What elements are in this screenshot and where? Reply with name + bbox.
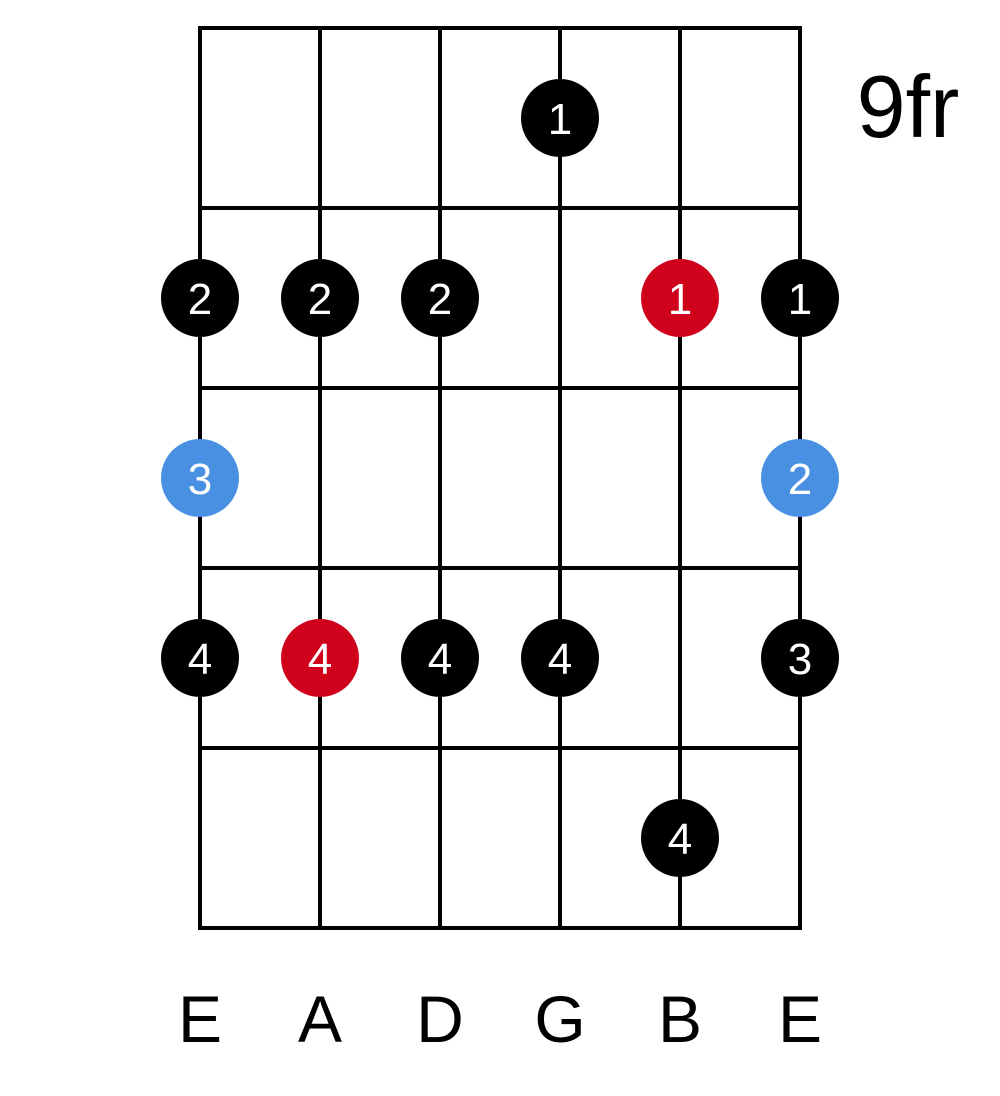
string-name-label: B <box>658 982 702 1056</box>
finger-number: 4 <box>188 635 212 684</box>
note-dots: 1 2 2 2 1 1 3 2 4 4 4 4 3 4 <box>161 79 839 877</box>
note-dot: 1 <box>761 259 839 337</box>
note-dot-circle <box>161 439 239 517</box>
string-name-label: E <box>178 982 222 1056</box>
note-dot: 4 <box>161 619 239 697</box>
note-dot: 4 <box>401 619 479 697</box>
note-dot-circle <box>761 259 839 337</box>
finger-number: 1 <box>668 275 692 324</box>
finger-number: 2 <box>188 275 212 324</box>
finger-number: 1 <box>548 95 572 144</box>
note-dot-circle <box>521 619 599 697</box>
finger-number: 3 <box>788 635 812 684</box>
note-dot-circle <box>401 259 479 337</box>
string-name-label: A <box>298 982 342 1056</box>
finger-number: 4 <box>428 635 452 684</box>
note-dot-circle <box>401 619 479 697</box>
finger-number: 4 <box>668 815 692 864</box>
string-name-label: E <box>778 982 822 1056</box>
note-dot: 2 <box>161 259 239 337</box>
note-dot: 4 <box>521 619 599 697</box>
string-name-label: G <box>534 982 585 1056</box>
fretboard-grid <box>198 26 802 930</box>
note-dot-circle <box>161 259 239 337</box>
note-dot: 4 <box>281 619 359 697</box>
note-dot-circle <box>161 619 239 697</box>
string-name-label: D <box>416 982 464 1056</box>
note-dot-circle <box>761 619 839 697</box>
finger-number: 2 <box>308 275 332 324</box>
note-dot: 2 <box>401 259 479 337</box>
note-dot: 1 <box>521 79 599 157</box>
finger-number: 2 <box>428 275 452 324</box>
note-dot-circle <box>641 259 719 337</box>
fret-position-label: 9fr <box>857 57 960 156</box>
finger-number: 1 <box>788 275 812 324</box>
note-dot-circle <box>641 799 719 877</box>
finger-number: 3 <box>188 455 212 504</box>
note-dot: 2 <box>761 439 839 517</box>
note-dot-circle <box>281 259 359 337</box>
note-dot: 4 <box>641 799 719 877</box>
note-dot-circle <box>521 79 599 157</box>
note-dot: 3 <box>761 619 839 697</box>
finger-number: 2 <box>788 455 812 504</box>
finger-number: 4 <box>548 635 572 684</box>
note-dot: 2 <box>281 259 359 337</box>
note-dot-circle <box>761 439 839 517</box>
note-dot-circle <box>281 619 359 697</box>
note-dot: 1 <box>641 259 719 337</box>
finger-number: 4 <box>308 635 332 684</box>
note-dot: 3 <box>161 439 239 517</box>
